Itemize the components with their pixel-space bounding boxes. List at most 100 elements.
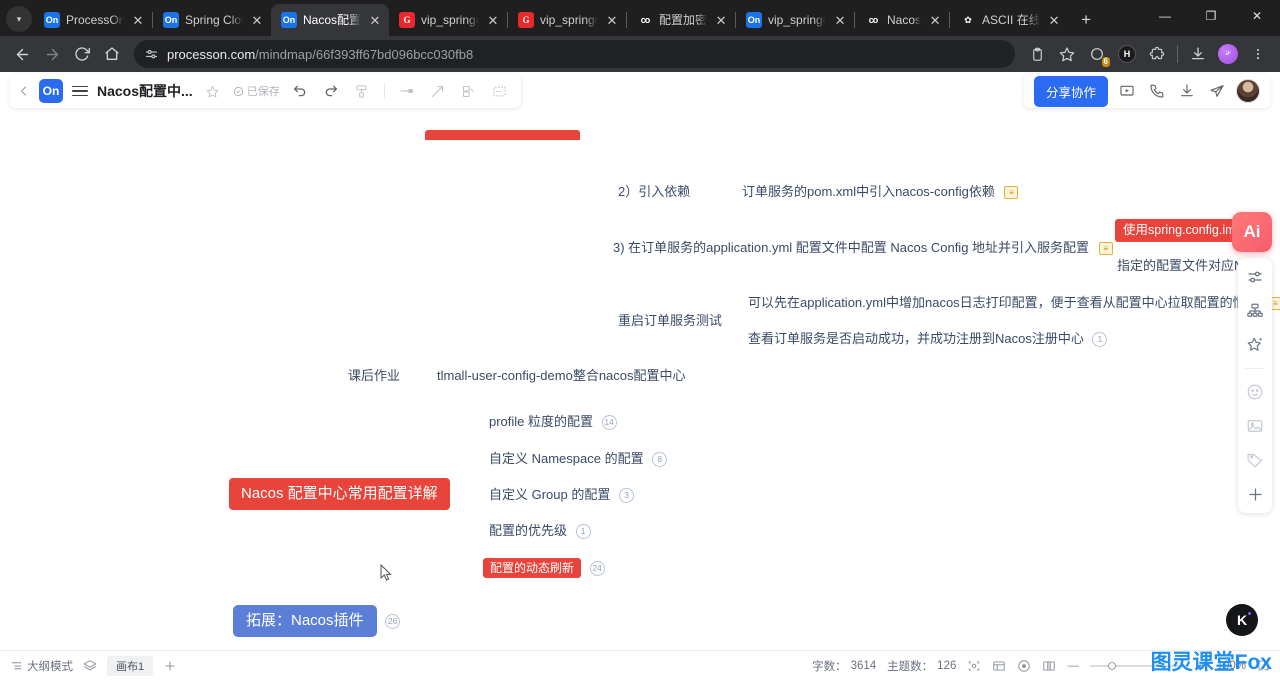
plus-icon[interactable]: [1244, 483, 1266, 505]
send-icon[interactable]: [1206, 80, 1228, 102]
tag-icon[interactable]: [1244, 449, 1266, 471]
maximize-button[interactable]: ❐: [1205, 9, 1217, 23]
child-count-badge[interactable]: 1: [575, 524, 591, 540]
share-collaborate-button[interactable]: 分享协作: [1033, 75, 1108, 107]
mindmap-node-restart-test[interactable]: 重启订单服务测试: [618, 313, 722, 329]
child-count-badge[interactable]: 8: [652, 452, 668, 468]
reload-icon[interactable]: [68, 40, 96, 68]
mindmap-node-partially-hidden[interactable]: [425, 130, 580, 140]
mindmap-node-homework[interactable]: 课后作业: [348, 368, 400, 384]
canvas-tab-1[interactable]: 画布1: [107, 655, 154, 676]
mindmap-node-homework-child[interactable]: tlmall-user-config-demo整合nacos配置中心: [437, 368, 686, 384]
undo-icon[interactable]: [289, 80, 311, 102]
close-icon[interactable]: ✕: [369, 12, 381, 28]
outline-frame-icon[interactable]: [489, 80, 511, 102]
close-icon[interactable]: ✕: [132, 12, 144, 28]
phone-icon[interactable]: [1146, 80, 1168, 102]
mindmap-node-yml[interactable]: 3) 在订单服务的application.yml 配置文件中配置 Nacos C…: [613, 240, 1113, 256]
mindmap-node-config-priority[interactable]: 配置的优先级 1: [489, 523, 591, 540]
close-icon[interactable]: ✕: [251, 12, 263, 28]
close-icon[interactable]: ✕: [606, 12, 618, 28]
image-icon[interactable]: [1244, 415, 1266, 437]
browser-tab-8[interactable]: ✿ ASCII 在线转 ✕: [950, 4, 1068, 36]
mindmap-node-nacos-plugin[interactable]: 拓展：Nacos插件 26: [233, 605, 401, 637]
clipboard-icon[interactable]: [1023, 40, 1051, 68]
child-count-badge[interactable]: 14: [601, 415, 617, 431]
mindmap-node-restart-child-1[interactable]: 可以先在application.yml中增加nacos日志打印配置，便于查看从配…: [748, 295, 1280, 311]
browser-tab-2-active[interactable]: On Nacos配置中 ✕: [271, 4, 389, 36]
child-count-badge[interactable]: 3: [618, 488, 634, 504]
present-icon[interactable]: [1116, 80, 1138, 102]
insert-topic-icon[interactable]: [396, 80, 418, 102]
format-painter-icon[interactable]: [351, 80, 373, 102]
fullscreen-icon[interactable]: [1257, 659, 1270, 672]
download-icon[interactable]: [1176, 80, 1198, 102]
structure-icon[interactable]: [1244, 300, 1266, 322]
layers-icon[interactable]: [83, 659, 97, 673]
chrome-menu-icon[interactable]: [1244, 40, 1272, 68]
extension-badge-icon[interactable]: 6: [1083, 40, 1111, 68]
help-fab-button[interactable]: K: [1226, 604, 1258, 636]
browser-tab-7[interactable]: co Nacos ✕: [855, 4, 949, 36]
new-tab-button[interactable]: +: [1081, 10, 1091, 29]
browser-tab-5[interactable]: co 配置加密 ✕: [627, 4, 735, 36]
browser-tab-3[interactable]: G vip_springcl ✕: [389, 4, 507, 36]
browser-tab-6[interactable]: On vip_springcl ✕: [736, 4, 854, 36]
avatar[interactable]: ቻ: [1214, 40, 1242, 68]
mindmap-canvas[interactable]: 2）引入依赖 订单服务的pom.xml中引入nacos-config依赖 ≡ 3…: [0, 72, 1280, 680]
child-count-badge[interactable]: 1: [1092, 332, 1108, 348]
zoom-in-button[interactable]: +: [1198, 659, 1206, 672]
minimize-button[interactable]: —: [1159, 9, 1171, 23]
back-to-dashboard-icon[interactable]: [18, 85, 30, 97]
child-count-badge[interactable]: 24: [589, 561, 605, 577]
home-icon[interactable]: [98, 40, 126, 68]
mindmap-node-namespace-config[interactable]: 自定义 Namespace 的配置 8: [489, 451, 668, 468]
reading-mode-icon[interactable]: [1042, 659, 1056, 673]
close-icon[interactable]: ✕: [487, 12, 499, 28]
favorite-star-icon[interactable]: [202, 80, 224, 102]
child-count-badge[interactable]: 26: [385, 614, 401, 630]
redo-icon[interactable]: [320, 80, 342, 102]
relation-arrow-icon[interactable]: [427, 80, 449, 102]
close-icon[interactable]: ✕: [1048, 12, 1060, 28]
address-bar[interactable]: processon.com/mindmap/66f393ff67bd096bcc…: [134, 40, 1015, 68]
magic-wand-icon[interactable]: [1244, 334, 1266, 356]
profile-extension-icon[interactable]: H: [1113, 40, 1141, 68]
zoom-slider[interactable]: [1089, 661, 1188, 670]
close-icon[interactable]: ✕: [929, 12, 941, 28]
processon-logo-icon[interactable]: On: [39, 79, 63, 103]
bookmark-star-icon[interactable]: [1053, 40, 1081, 68]
screenshot-icon[interactable]: [967, 659, 981, 673]
zoom-out-button[interactable]: —: [1067, 659, 1079, 672]
summary-icon[interactable]: [458, 80, 480, 102]
back-icon[interactable]: [8, 40, 36, 68]
browser-tab-4[interactable]: G vip_springcl ✕: [508, 4, 626, 36]
browser-tab-1[interactable]: On Spring Clou ✕: [153, 4, 271, 36]
browser-tab-0[interactable]: On ProcessOn ✕: [34, 4, 152, 36]
mindmap-node-dynamic-refresh[interactable]: 配置的动态刷新 24: [483, 558, 605, 579]
mindmap-node-dep[interactable]: 2）引入依赖: [618, 184, 690, 200]
note-icon[interactable]: ≡: [1098, 242, 1113, 256]
mindmap-node-group-config[interactable]: 自定义 Group 的配置 3: [489, 487, 634, 504]
mindmap-node-profile-config[interactable]: profile 粒度的配置 14: [489, 414, 617, 431]
fit-center-icon[interactable]: [1017, 659, 1031, 673]
mindmap-node-main-topic[interactable]: Nacos 配置中心常用配置详解: [229, 478, 450, 510]
download-icon[interactable]: [1184, 40, 1212, 68]
close-icon[interactable]: ✕: [715, 12, 727, 28]
close-icon[interactable]: ✕: [834, 12, 846, 28]
tab-search-button[interactable]: ▾: [6, 6, 32, 32]
zoom-slider-handle[interactable]: [1107, 661, 1116, 670]
mindmap-node-config-file-mapping[interactable]: 指定的配置文件对应N: [1117, 258, 1262, 274]
avatar[interactable]: [1236, 79, 1260, 103]
add-canvas-button[interactable]: [163, 659, 177, 673]
style-slider-icon[interactable]: [1244, 266, 1266, 288]
close-window-button[interactable]: ✕: [1251, 9, 1263, 23]
menu-icon[interactable]: [72, 85, 88, 97]
site-settings-icon[interactable]: [144, 47, 159, 62]
mindmap-node-dep-child[interactable]: 订单服务的pom.xml中引入nacos-config依赖 ≡: [742, 184, 1019, 200]
zoom-level-label[interactable]: 100%: [1216, 659, 1246, 672]
layout-panel-icon[interactable]: [992, 659, 1006, 673]
forward-icon[interactable]: [38, 40, 66, 68]
page-title[interactable]: Nacos配置中...: [97, 83, 193, 99]
ai-assistant-button[interactable]: Ai: [1232, 212, 1272, 252]
